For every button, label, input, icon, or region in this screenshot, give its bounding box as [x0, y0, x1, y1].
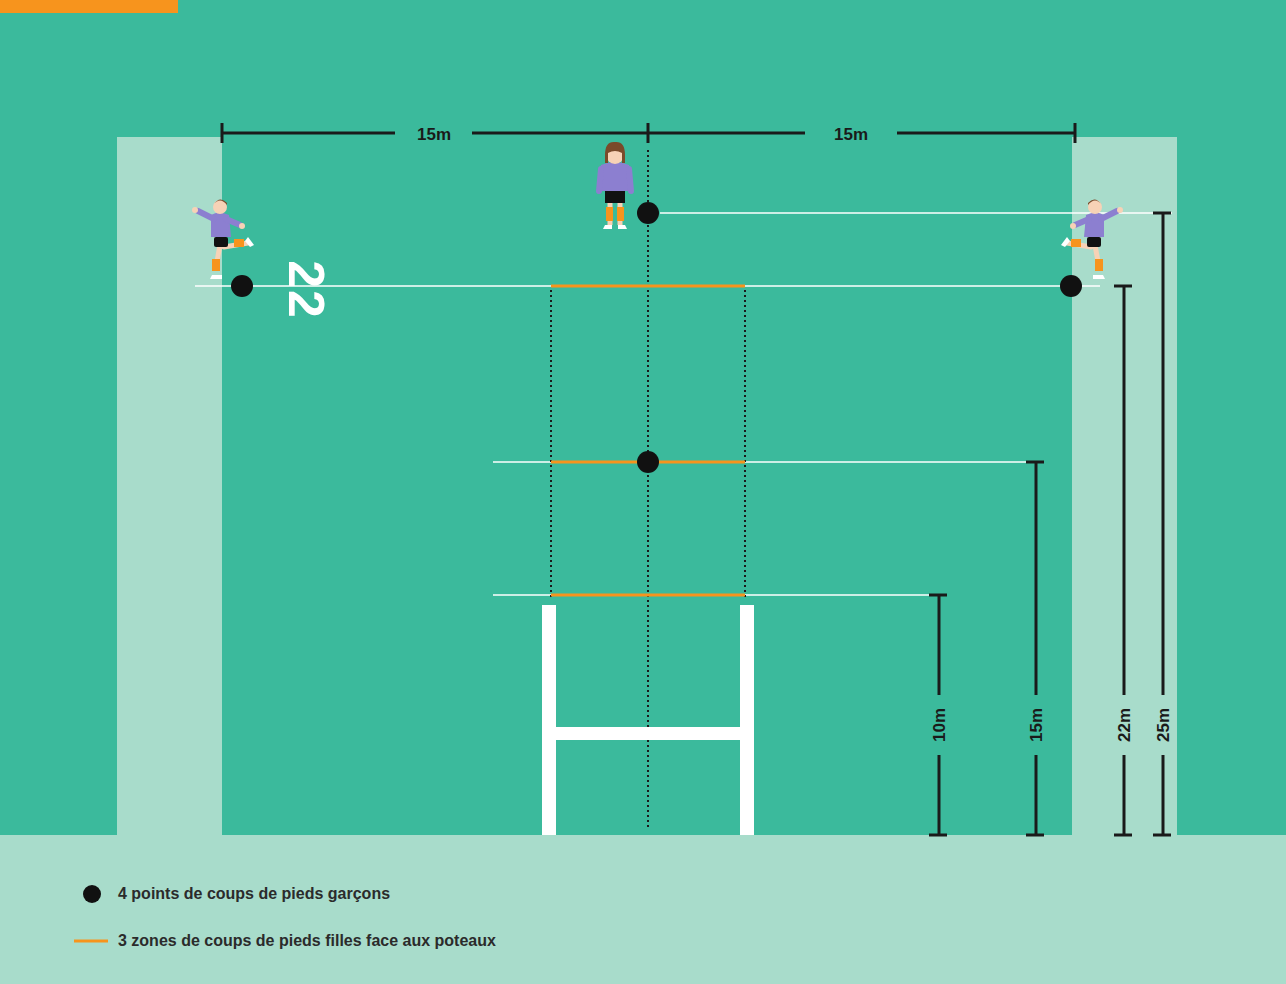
dimension-label: 15m — [1028, 708, 1045, 742]
dimension-label: 25m — [1155, 708, 1172, 742]
dimension-label: 15m — [834, 126, 868, 143]
dimension-label: 10m — [931, 708, 948, 742]
dimension-label: 22m — [1116, 708, 1133, 742]
dimension-label: 15m — [417, 126, 451, 143]
line-number: 22 — [281, 260, 331, 320]
legend-text: 3 zones de coups de pieds filles face au… — [118, 933, 496, 949]
legend-text: 4 points de coups de pieds garçons — [118, 886, 390, 902]
